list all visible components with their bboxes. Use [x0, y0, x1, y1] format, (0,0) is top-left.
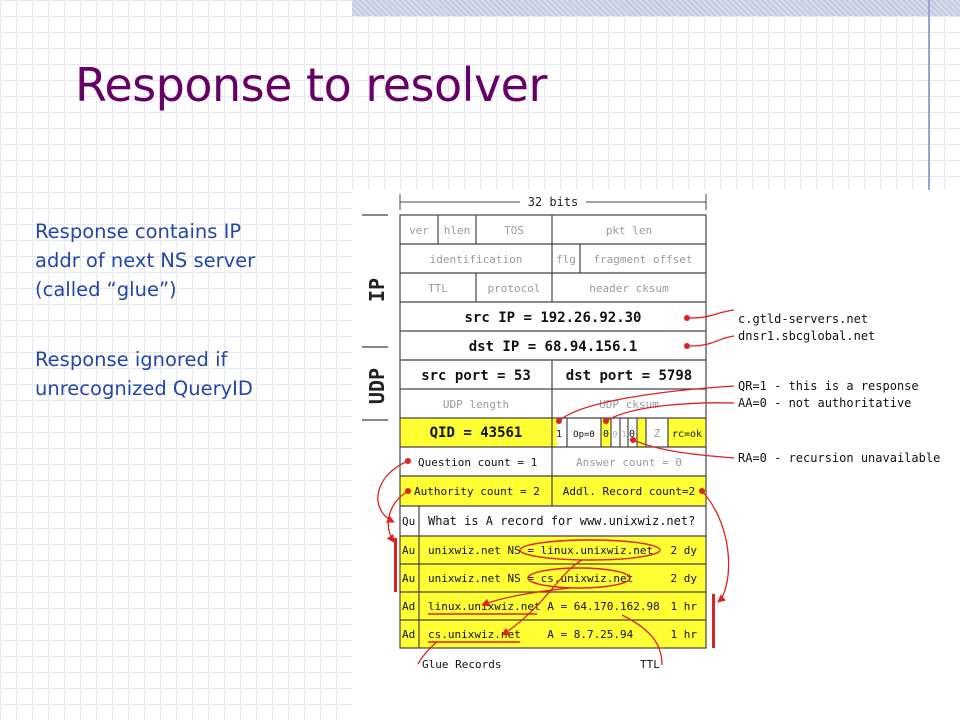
- annotation-arrows: [377, 309, 735, 666]
- bits-dimension: 32 bits: [399, 194, 707, 210]
- hlen-field: hlen: [444, 224, 471, 237]
- record-ttl: 2 dy: [671, 572, 698, 585]
- annotation-labels: c.gtld-servers.net dnsr1.sbcglobal.net Q…: [422, 312, 940, 671]
- udp-cksum-field: UDP cksum: [599, 398, 659, 411]
- record-text: unixwiz.net NS = linux.unixwiz.net: [428, 544, 653, 557]
- qr-flag: 1: [556, 429, 562, 440]
- question-count-field: Question count = 1: [418, 456, 537, 469]
- record-text: cs.unixwiz.net A = 8.7.25.94: [428, 628, 634, 641]
- authority-count-highlight: [400, 476, 552, 506]
- slide-title: Response to resolver: [75, 58, 547, 112]
- src-ip-field: src IP = 192.26.92.30: [464, 310, 641, 326]
- record-ttl: 1 hr: [671, 628, 698, 641]
- record-rows: Qu What is A record for www.unixwiz.net?…: [402, 514, 697, 641]
- flg-field: flg: [556, 253, 576, 266]
- cs-ns-ellipse: [527, 567, 631, 589]
- header-cksum-field: header cksum: [589, 282, 669, 295]
- identification-field: identification: [430, 253, 523, 266]
- bullet-response-contains: Response contains IP addr of next NS ser…: [35, 217, 335, 304]
- ra-note: RA=0 - recursion unavailable: [738, 451, 940, 465]
- authority-bar: [394, 538, 397, 592]
- z-field: Z: [654, 427, 661, 440]
- qr-note: QR=1 - this is a response: [738, 379, 919, 393]
- udp-bracket: UDP: [362, 368, 389, 421]
- aa-note: AA=0 - not authoritative: [738, 396, 911, 410]
- udp-length-field: UDP length: [443, 398, 509, 411]
- opcode-cell-bg: [567, 418, 601, 447]
- ip-address-fields: src IP = 192.26.92.30 dst IP = 68.94.156…: [464, 310, 641, 355]
- fragment-offset-field: fragment offset: [593, 253, 692, 266]
- bullet-line: Response contains IP: [35, 220, 242, 243]
- ttl-field: TTL: [428, 282, 448, 295]
- src-port-field: src port = 53: [421, 368, 531, 384]
- record-text: What is A record for www.unixwiz.net?: [428, 514, 695, 528]
- record-text: linux.unixwiz.net A = 64.170.162.98: [428, 600, 660, 613]
- record-section: Au: [402, 544, 415, 557]
- tos-field: TOS: [504, 224, 524, 237]
- udp-label: UDP: [365, 368, 389, 404]
- protocol-field: protocol: [488, 282, 541, 295]
- bullet-line: Response ignored if: [35, 348, 228, 371]
- bullet-line: addr of next NS server: [35, 249, 256, 272]
- opcode-cell-bg: [557, 418, 567, 447]
- record-section: Qu: [402, 515, 415, 528]
- ip-bracket: IP: [362, 214, 389, 348]
- glue-highlights: [428, 539, 661, 643]
- additional-count-highlight: [552, 476, 706, 506]
- udp-header-fields: src port = 53 dst port = 5798 UDP length…: [421, 368, 692, 411]
- ra-flag: 0: [629, 429, 635, 440]
- dst-ip-field: dst IP = 68.94.156.1: [469, 339, 638, 355]
- dst-host-label: dnsr1.sbcglobal.net: [738, 329, 875, 343]
- record-ttl: 1 hr: [671, 600, 698, 613]
- record-text: unixwiz.net NS = cs.unixwiz.net: [428, 572, 633, 585]
- qid-field: QID = 43561: [430, 425, 523, 441]
- opcode-field: Op=0: [573, 430, 595, 440]
- rd-flag: 1: [622, 430, 627, 439]
- ver-field: ver: [409, 224, 429, 237]
- z-cell-bg: [646, 418, 668, 447]
- src-host-label: c.gtld-servers.net: [738, 312, 868, 326]
- answer-count-field: Answer count = 0: [576, 456, 682, 469]
- ttl-label: TTL: [640, 658, 660, 671]
- right-decor-line: [928, 0, 930, 190]
- dst-port-field: dst port = 5798: [566, 368, 692, 384]
- bullet-line: (called “glue”): [35, 278, 177, 301]
- ip-label: IP: [365, 278, 389, 302]
- rcode-field: rc=ok: [672, 429, 702, 440]
- linux-ns-ellipse: [519, 539, 661, 561]
- tc-flag: 0: [613, 430, 618, 439]
- pkt-len-field: pkt len: [606, 224, 652, 237]
- ip-header-fields: ver hlen TOS pkt len identification flg …: [409, 224, 693, 295]
- dns-packet-diagram: 32 bits IP UDP: [362, 194, 940, 671]
- bullet-line: unrecognized QueryID: [35, 377, 253, 400]
- record-ttl: 2 dy: [671, 544, 698, 557]
- additional-count-field: Addl. Record count=2: [563, 485, 695, 498]
- record-section: Ad: [402, 628, 415, 641]
- bits-label: 32 bits: [528, 195, 579, 209]
- aa-flag: 0: [603, 429, 609, 440]
- bullet-response-ignored: Response ignored if unrecognized QueryID: [35, 345, 335, 403]
- record-section: Ad: [402, 600, 415, 613]
- record-section: Au: [402, 572, 415, 585]
- top-decor-band: [352, 0, 960, 16]
- authority-count-field: Authority count = 2: [414, 485, 540, 498]
- glue-records-label: Glue Records: [422, 658, 501, 671]
- dns-header-fields: QID = 43561 1 Op=0 0 0 1 0 Z rc=ok Quest…: [414, 425, 702, 498]
- additional-bar: [712, 594, 715, 648]
